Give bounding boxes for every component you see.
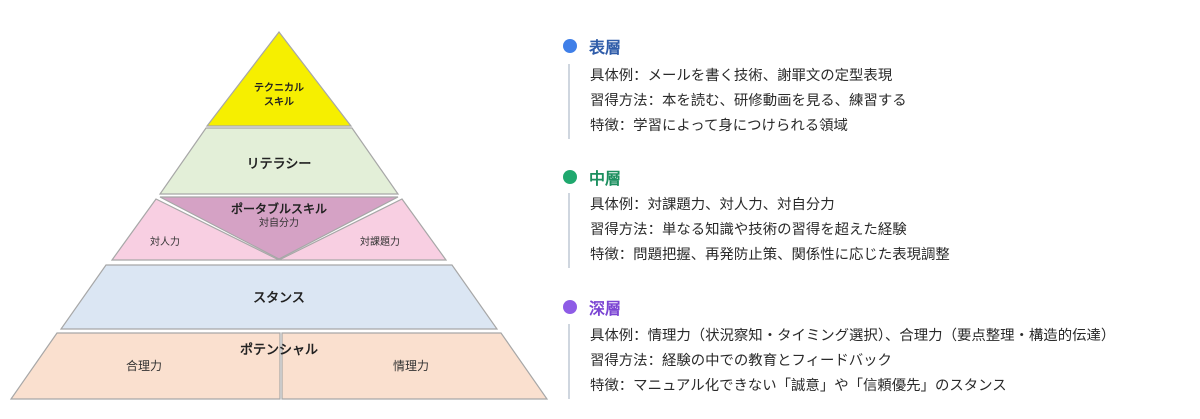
emotion-label: 情理力	[393, 359, 429, 373]
deep-layer-feature: 特徴：マニュアル化できない「誠意」や「信頼優先」のスタンス	[590, 378, 1007, 394]
synthesis-label: 合理力	[126, 358, 162, 373]
middle-layer-title: 中層	[589, 169, 622, 188]
surface-layer-details: 具体例：メールを書く技術、謝罪文の定型表現 習得方法：本を読む、研修動画を見る、…	[568, 64, 907, 139]
task-tier	[278, 198, 448, 261]
deep-layer-dot-icon	[563, 300, 577, 314]
technical-skill-label-line1: テクニカル	[254, 82, 304, 94]
stance-tier	[59, 264, 499, 330]
technical-skill-label-line2: スキル	[264, 96, 294, 108]
task-label: 対課題力	[360, 235, 400, 248]
surface-layer-dot-icon	[563, 39, 577, 53]
deep-layer-header: 深層	[563, 295, 621, 319]
deep-layer-method: 習得方法：経験の中での教育とフィードバック	[590, 353, 892, 369]
emotion-tier	[281, 332, 549, 400]
potential-label: ポテンシャル	[240, 342, 318, 358]
technical-skill-tier	[205, 31, 353, 127]
synthesis-tier	[9, 332, 281, 400]
surface-layer-header: 表層	[563, 34, 621, 58]
surface-layer-title: 表層	[589, 38, 622, 57]
portable-skill-label: ポータブルスキル	[231, 201, 327, 216]
middle-layer-example: 具体例：対課題力、対人力、対自分力	[590, 197, 835, 213]
self-management-tier	[159, 196, 399, 260]
middle-layer-feature: 特徴：問題把握、再発防止策、関係性に応じた表現調整	[590, 247, 950, 263]
interpersonal-tier	[110, 198, 280, 261]
middle-layer-method: 習得方法：単なる知識や技術の習得を超えた経験	[590, 222, 907, 238]
literacy-tier	[158, 127, 400, 195]
middle-layer-header: 中層	[563, 165, 621, 189]
surface-layer-example: 具体例：メールを書く技術、謝罪文の定型表現	[590, 68, 893, 84]
deep-layer-details: 具体例：情理力（状況察知・タイミング選択）、合理力（要点整理・構造的伝達） 習得…	[568, 324, 1115, 399]
literacy-label: リテラシー	[247, 157, 312, 172]
surface-layer-feature: 特徴：学習によって身につけられる領域	[590, 118, 848, 134]
interpersonal-label: 対人力	[150, 235, 180, 248]
surface-layer-method: 習得方法：本を読む、研修動画を見る、練習する	[590, 93, 907, 109]
middle-layer-details: 具体例：対課題力、対人力、対自分力 習得方法：単なる知識や技術の習得を超えた経験…	[568, 193, 950, 268]
deep-layer-title: 深層	[589, 299, 622, 318]
self-management-label: 対自分力	[259, 216, 299, 229]
stance-label: スタンス	[253, 291, 305, 306]
middle-layer-dot-icon	[563, 170, 577, 184]
skill-pyramid: テクニカル スキル リテラシー ポータブルスキル 対自分力 対人力 対課題力 ス…	[9, 31, 549, 400]
deep-layer-example: 具体例：情理力（状況察知・タイミング選択）、合理力（要点整理・構造的伝達）	[590, 328, 1116, 344]
